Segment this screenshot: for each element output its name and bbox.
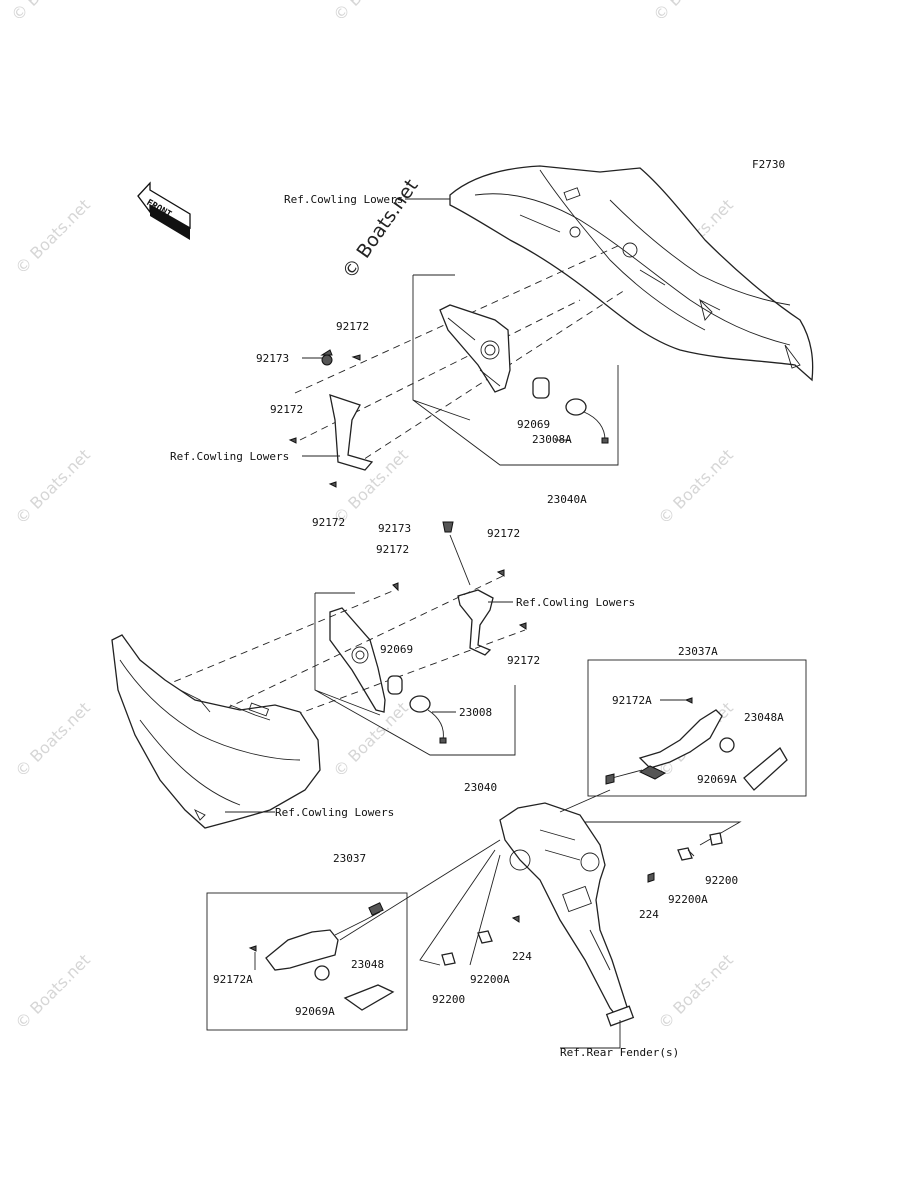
upper-socket <box>565 398 609 444</box>
upper-bulb <box>532 377 550 399</box>
watermark: © Boats.net <box>11 950 93 1032</box>
label-92172: 92172 <box>336 320 369 333</box>
label-ref-cowling-lowers-left: Ref.Cowling Lowers <box>170 450 289 463</box>
label-92172A: 92172A <box>612 694 652 707</box>
rear-bulb-right <box>719 737 735 753</box>
label-ref-cowling-lowers-mid: Ref.Cowling Lowers <box>516 596 635 609</box>
label-92200A: 92200A <box>668 893 708 906</box>
label-23040A: 23040A <box>547 493 587 506</box>
upper-bracket <box>320 349 374 471</box>
label-92069: 92069 <box>380 643 413 656</box>
watermark: © Boats.net <box>11 195 93 277</box>
label-92069: 92069 <box>517 418 550 431</box>
label-23008A: 23008A <box>532 433 572 446</box>
plate-92200-left <box>441 952 456 966</box>
label-23040: 23040 <box>464 781 497 794</box>
label-92173: 92173 <box>256 352 289 365</box>
watermark: © Boats.net <box>654 950 736 1032</box>
label-92069A: 92069A <box>697 773 737 786</box>
label-23048A: 23048A <box>744 711 784 724</box>
label-ref-cowling-lowers-top: Ref.Cowling Lowers <box>284 193 403 206</box>
label-92200: 92200 <box>432 993 465 1006</box>
label-92172: 92172 <box>270 403 303 416</box>
watermark: © Boats.net <box>329 0 411 25</box>
watermark: © Boats.net <box>654 445 736 527</box>
rear-lens-left <box>343 984 395 1011</box>
rear-bulb-left <box>314 965 330 981</box>
label-92173: 92173 <box>378 522 411 535</box>
middle-signal-lens <box>329 607 386 713</box>
label-92200A: 92200A <box>470 973 510 986</box>
middle-socket <box>409 695 447 744</box>
label-23037A: 23037A <box>678 645 718 658</box>
bolt-224-left <box>511 915 520 923</box>
rear-signal-right <box>605 709 723 785</box>
rear-fender <box>499 802 635 1027</box>
label-92172: 92172 <box>376 543 409 556</box>
plate-92200-right <box>709 832 723 846</box>
upper-cowling <box>449 165 814 382</box>
label-224: 224 <box>639 908 659 921</box>
main-watermark: © Boats.net <box>338 175 423 283</box>
watermark-group: © Boats.net © Boats.net © Boats.net © Bo… <box>7 0 736 1033</box>
watermark: © Boats.net <box>11 445 93 527</box>
label-92172: 92172 <box>312 516 345 529</box>
label-92172: 92172 <box>507 654 540 667</box>
upper-signal-lens <box>439 304 511 393</box>
bolt-224-right <box>647 872 655 883</box>
figure-code: F2730 <box>752 158 785 171</box>
watermark: © Boats.net <box>649 0 731 25</box>
lower-cowling <box>111 634 321 829</box>
middle-bracket <box>442 521 494 656</box>
label-92069A: 92069A <box>295 1005 335 1018</box>
label-92172A: 92172A <box>213 973 253 986</box>
plate-92200A-left <box>477 930 493 944</box>
front-arrow-icon: FRONT <box>137 181 191 240</box>
kit-box-23037 <box>206 892 408 1031</box>
label-92200: 92200 <box>705 874 738 887</box>
label-ref-rear-fender: Ref.Rear Fender(s) <box>560 1046 679 1059</box>
label-224: 224 <box>512 950 532 963</box>
rear-signal-left <box>265 902 384 971</box>
watermark: © Boats.net <box>329 698 411 780</box>
label-23008: 23008 <box>459 706 492 719</box>
watermark: © Boats.net <box>11 698 93 780</box>
kit-box-23037A <box>587 659 807 797</box>
middle-bulb <box>387 675 403 695</box>
plate-92200A-right <box>677 847 695 861</box>
watermark: © Boats.net <box>7 0 89 25</box>
label-92172: 92172 <box>487 527 520 540</box>
rear-lens-right <box>743 747 788 791</box>
label-23048: 23048 <box>351 958 384 971</box>
label-ref-cowling-lowers-bottom: Ref.Cowling Lowers <box>275 806 394 819</box>
label-23037: 23037 <box>333 852 366 865</box>
